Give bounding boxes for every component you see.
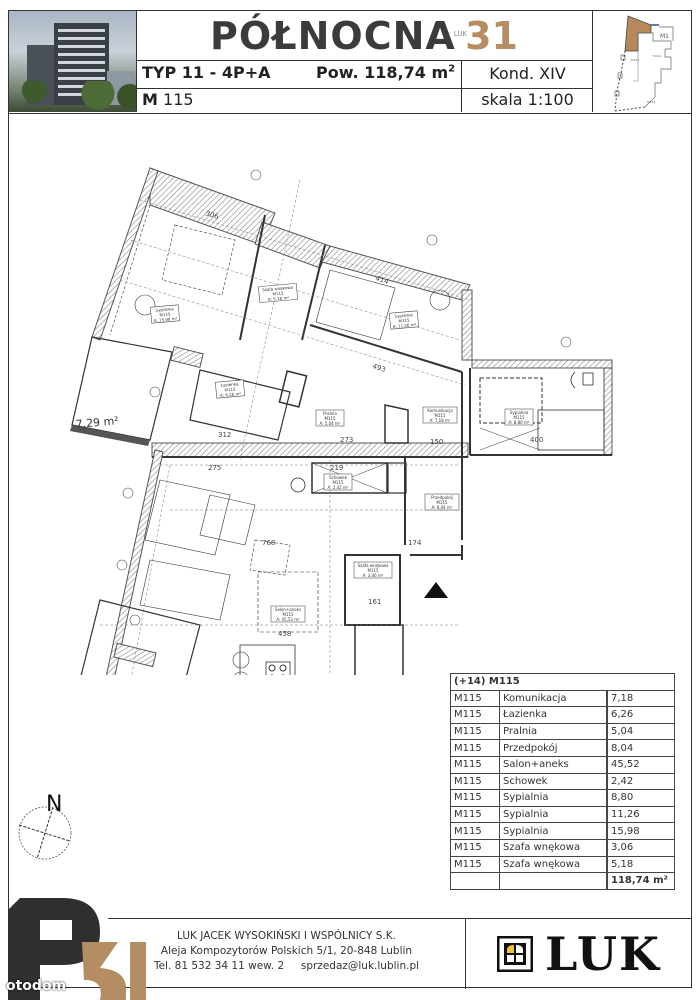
svg-text:A: 45,52 m²: A: 45,52 m² (276, 617, 300, 622)
svg-text:Szafa wnękowa: Szafa wnękowa (358, 563, 389, 568)
svg-text:M114: M114 (653, 54, 661, 58)
svg-text:161: 161 (368, 598, 381, 606)
luk-brand-logo: LUK (466, 919, 692, 989)
company-address: Aleja Kompozytorów Polskich 5/1, 20-848 … (160, 945, 413, 957)
svg-text:A: 2,42 m²: A: 2,42 m² (328, 485, 349, 490)
project-title: PÓŁNOCNA LUK 31 (136, 11, 592, 61)
svg-text:M115: M115 (398, 317, 410, 323)
footer: LUK JACEK WYSOKIŃSKI I WSPÓLNICY S.K. Al… (108, 918, 692, 989)
svg-text:M115: M115 (159, 311, 171, 317)
building-photo (9, 11, 137, 112)
svg-text:A: 5,18 m²: A: 5,18 m² (268, 295, 290, 302)
svg-text:414: 414 (374, 274, 390, 286)
svg-text:458: 458 (278, 630, 291, 638)
svg-text:A: 6,26 m²: A: 6,26 m² (220, 391, 242, 398)
svg-text:219: 219 (330, 464, 343, 472)
svg-text:Sypialnia: Sypialnia (394, 312, 413, 319)
svg-text:Szafa wnękowa: Szafa wnękowa (262, 285, 294, 293)
svg-text:174: 174 (408, 539, 422, 547)
svg-text:Łazienka: Łazienka (220, 381, 240, 388)
watermark: otodom (6, 978, 67, 994)
luk-small-logo: LUK (453, 29, 468, 38)
luk-wordmark: LUK (545, 927, 661, 981)
drawing-scale: skala 1:100 (461, 88, 593, 112)
title-block: PÓŁNOCNA LUK 31 TYP 11 - 4P+A Pow. 118,7… (8, 10, 692, 114)
svg-text:M115: M115 (367, 568, 379, 573)
svg-text:A: 5,04 m²: A: 5,04 m² (320, 421, 341, 426)
svg-text:M113: M113 (647, 100, 655, 104)
svg-text:306: 306 (204, 209, 220, 221)
svg-text:Salon+aneks: Salon+aneks (275, 607, 301, 612)
apartment-area: Pow. 118,74 m2 (316, 63, 456, 82)
svg-text:A: 8,04 m²: A: 8,04 m² (432, 505, 453, 510)
project-number: 31 (465, 13, 518, 58)
table-title-row: (+14) M115 (454, 676, 520, 688)
svg-text:312: 312 (218, 431, 231, 439)
svg-text:M115: M115 (332, 480, 344, 485)
svg-text:Komunikacja: Komunikacja (427, 408, 453, 413)
p31-logo (8, 898, 146, 1000)
svg-text:400: 400 (530, 436, 543, 444)
table-total-row: 118,74 m² (450, 872, 675, 890)
unit-number: M 115 (142, 90, 194, 109)
svg-text:Sypialnia: Sypialnia (155, 306, 174, 313)
svg-text:M115: M115 (631, 58, 639, 62)
svg-text:A: 8,80 m²: A: 8,80 m² (509, 420, 530, 425)
svg-text:Sypialnia: Sypialnia (510, 410, 529, 415)
svg-text:A: 3,06 m²: A: 3,06 m² (363, 573, 384, 578)
svg-text:A: 15,98 m²: A: 15,98 m² (154, 316, 178, 323)
svg-text:M115: M115 (324, 416, 336, 421)
floor-level: Kond. XIV (461, 60, 593, 88)
svg-text:A: 7,18 m²: A: 7,18 m² (430, 418, 451, 423)
svg-text:273: 273 (340, 436, 353, 444)
svg-text:Schowek: Schowek (329, 475, 347, 480)
svg-text:M115: M115 (513, 415, 525, 420)
floor-keyplan: M1 M115 M114 M113 (592, 11, 692, 112)
svg-text:493: 493 (371, 362, 386, 374)
svg-text:M115: M115 (434, 413, 446, 418)
svg-text:M115: M115 (272, 290, 284, 296)
entrance-triangle-icon (424, 582, 448, 598)
project-name: PÓŁNOCNA (210, 13, 456, 58)
svg-text:M1: M1 (660, 33, 669, 40)
svg-text:A: 11,26 m²: A: 11,26 m² (393, 322, 417, 329)
svg-text:M115: M115 (224, 386, 236, 392)
company-phone: Tel. 81 532 34 11 wew. 2 (153, 960, 285, 972)
luk-window-icon (497, 936, 534, 972)
svg-text:Pralnia: Pralnia (323, 411, 337, 416)
svg-text:N: N (46, 792, 62, 817)
svg-text:150: 150 (430, 438, 443, 446)
north-compass-icon: N (18, 792, 72, 860)
company-name: LUK JACEK WYSOKIŃSKI I WSPÓLNICY S.K. (177, 930, 396, 942)
svg-text:768: 768 (262, 539, 275, 547)
apartment-type: TYP 11 - 4P+A (142, 63, 271, 82)
balcony-area-top: 7,29 m² (75, 414, 119, 431)
svg-text:M115: M115 (436, 500, 448, 505)
svg-text:Przedpokój: Przedpokój (431, 495, 453, 500)
svg-text:M115: M115 (282, 612, 294, 617)
svg-text:275: 275 (208, 464, 221, 472)
company-address-block: LUK JACEK WYSOKIŃSKI I WSPÓLNICY S.K. Al… (108, 919, 466, 989)
company-email[interactable]: sprzedaz@luk.lublin.pl (300, 960, 420, 972)
